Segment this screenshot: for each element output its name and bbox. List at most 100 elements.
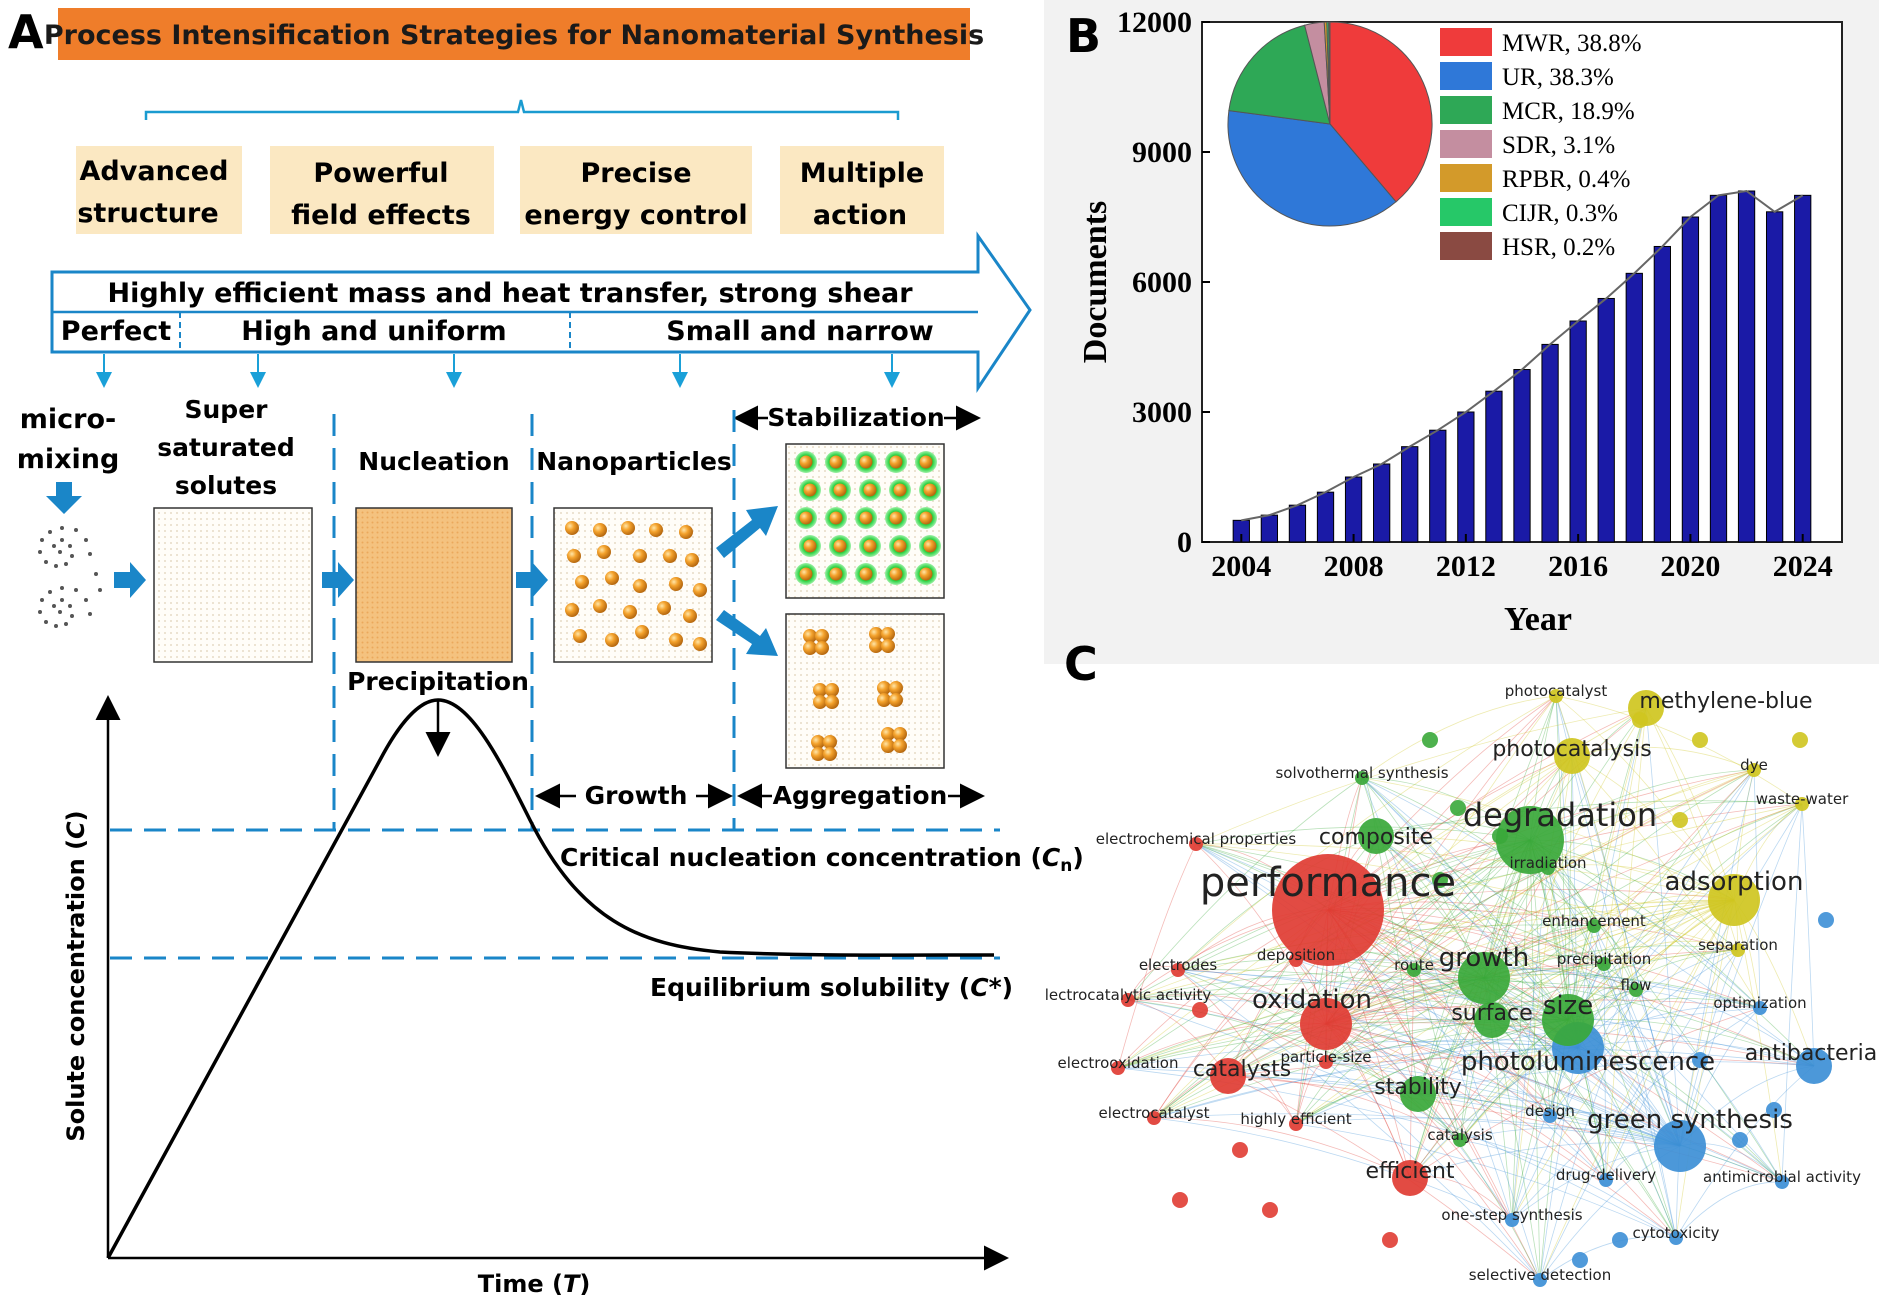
network-link (1413, 969, 1681, 1147)
stabilized-particle (829, 567, 843, 581)
panel-a: A Process Intensification Strategies for… (8, 5, 1084, 1298)
network-link (1295, 1019, 1569, 1125)
keyword-label: degradation (1463, 796, 1657, 834)
nanoparticle-dot (573, 629, 587, 643)
network-link (1195, 843, 1681, 1147)
network-node (1319, 1055, 1333, 1069)
network-link (1567, 707, 1647, 1021)
network-link (1117, 1067, 1681, 1147)
network-link (1177, 924, 1595, 971)
network-link (1295, 1123, 1677, 1239)
keyword-label: cytotoxicity (1633, 1224, 1720, 1242)
strategy-box-1 (76, 146, 242, 234)
keyword-label: lectrocatalytic activity (1045, 986, 1212, 1004)
strategy-4-line1: Multiple (800, 158, 924, 189)
bar (1653, 245, 1671, 543)
network-link (1117, 1040, 1579, 1069)
network-node (1189, 837, 1203, 851)
network-link (1153, 769, 1755, 1119)
network-node (1450, 800, 1466, 816)
network-link (1529, 839, 1541, 1281)
network-link (1177, 969, 1569, 1021)
legend-label: MCR, 18.9% (1502, 98, 1635, 125)
network-link (1227, 1055, 1815, 1077)
network-link (1409, 1007, 1761, 1179)
network-link (1227, 1075, 1541, 1281)
network-link (1511, 769, 1755, 1221)
bar (1260, 514, 1279, 543)
network-link (1127, 999, 1419, 1095)
network-node (1549, 689, 1563, 703)
network-link (1327, 803, 1803, 911)
network-link (1227, 839, 1531, 1077)
aggregate-particle (893, 727, 907, 741)
network-link (1295, 989, 1637, 1125)
network-link (1127, 999, 1327, 1063)
nanoparticle-dots (565, 521, 707, 651)
network-link (1195, 843, 1735, 901)
network-link (1325, 769, 1755, 1025)
network-link (1459, 989, 1637, 1141)
keyword-label: catalysts (1193, 1057, 1291, 1082)
stabilized-particle (919, 455, 933, 469)
strategy-box-3 (520, 146, 752, 234)
network-link (1325, 1006, 1569, 1025)
network-link (1511, 1007, 1761, 1221)
network-link (1605, 949, 1739, 1181)
network-link (1325, 1061, 1783, 1183)
network-node (1669, 1231, 1683, 1245)
stage-aggregation: Aggregation (773, 781, 948, 810)
equilibrium-label: Equilibrium solubility (C*) (650, 973, 1013, 1002)
network-link (1195, 843, 1605, 965)
stabilized-particle-dots (795, 451, 941, 585)
legend-swatch (1440, 232, 1492, 260)
network-link (1325, 899, 1735, 1063)
bar (1485, 390, 1503, 543)
network-link (1459, 1139, 1677, 1239)
network-link (1325, 1061, 1681, 1147)
x-tick-label: 2024 (1773, 550, 1833, 583)
network-node (1289, 953, 1303, 967)
panel-c: C performancedegradationadsorptiongreen … (1045, 637, 1879, 1287)
keyword-label: photocatalyst (1505, 682, 1608, 700)
network-node (1587, 919, 1601, 933)
aggregate-particle (813, 695, 827, 709)
aggregate-particle (869, 627, 883, 641)
network-link (1679, 769, 1755, 1147)
stabilized-particle (863, 539, 877, 553)
strategy-1-line1: Advanced (80, 156, 229, 187)
network-link (1195, 843, 1551, 1117)
network-link (1177, 969, 1681, 1147)
network-link (1325, 1023, 1681, 1147)
network-link (1325, 867, 1549, 1025)
strategy-1-line2: structure (77, 198, 218, 229)
network-link (1295, 959, 1513, 1221)
network-node (1795, 797, 1809, 811)
bar (1541, 343, 1559, 543)
legend-label: RPBR, 0.4% (1502, 166, 1631, 193)
aggregate-particle (823, 735, 837, 749)
network-link (1529, 839, 1783, 1183)
network-link (1511, 839, 1531, 1221)
aggregate-particle (893, 739, 907, 753)
network-node (1272, 854, 1384, 966)
network-link (1413, 899, 1735, 971)
keyword-label: precipitation (1557, 950, 1652, 968)
nanoparticle-dot (685, 553, 699, 567)
nanoparticle-dot (593, 599, 607, 613)
keyword-label: waste-water (1756, 790, 1849, 808)
network-link (1459, 1127, 1681, 1147)
network-link (1605, 899, 1735, 1181)
network-node (1542, 994, 1594, 1046)
network-node (1543, 1109, 1557, 1123)
network-link (1375, 835, 1419, 1095)
bar (1344, 476, 1363, 543)
nanoparticle-dot (565, 521, 579, 535)
stabilized-particle (859, 455, 873, 469)
network-node (1407, 963, 1421, 977)
network-node (1654, 1120, 1706, 1172)
aggregate-particle (811, 747, 825, 761)
network-link (1413, 769, 1755, 971)
legend-label: SDR, 3.1% (1502, 132, 1615, 159)
keyword-label: route (1394, 956, 1434, 974)
